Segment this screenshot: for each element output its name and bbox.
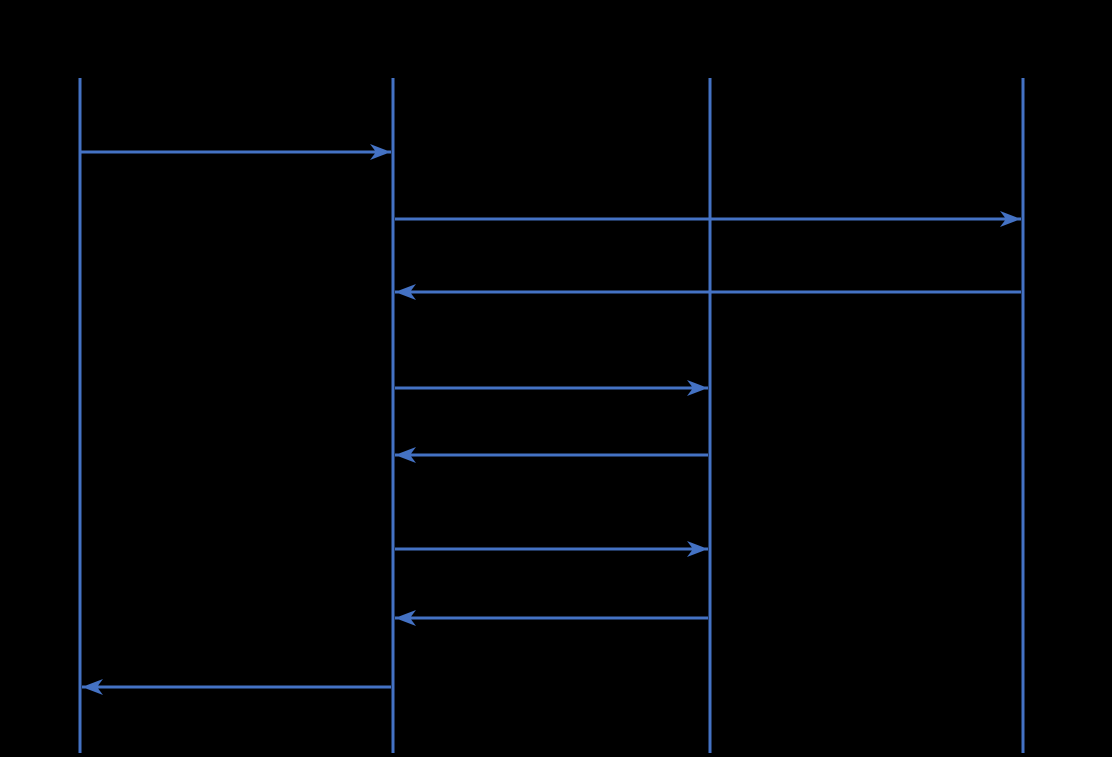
messages-group (81, 144, 1021, 695)
lifelines-group (78, 78, 1025, 753)
